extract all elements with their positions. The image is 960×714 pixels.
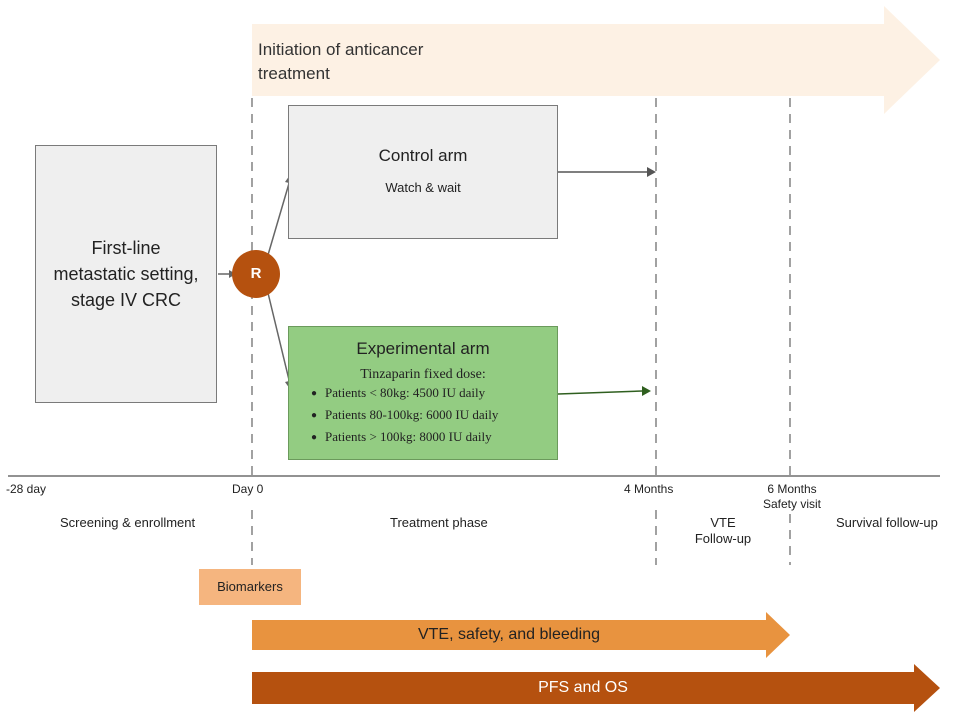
- r-to-experimental-arrow: [267, 292, 291, 385]
- biomarkers-box: Biomarkers: [199, 569, 301, 605]
- top-banner-line2: treatment: [258, 64, 330, 83]
- dose-item: Patients 80-100kg: 6000 IU daily: [311, 405, 557, 427]
- enrollment-box: First-line metastatic setting, stage IV …: [35, 145, 217, 403]
- enrollment-line2: metastatic setting,: [53, 264, 199, 284]
- enrollment-line1: First-line: [91, 238, 161, 258]
- dose-list: Patients < 80kg: 4500 IU daily Patients …: [311, 383, 557, 449]
- control-arm-box: Control arm Watch & wait: [288, 105, 558, 239]
- pfs-os-label: PFS and OS: [538, 679, 628, 696]
- phase-treatment: Treatment phase: [390, 515, 488, 530]
- experimental-arm-subtitle: Tinzaparin fixed dose:: [360, 367, 486, 382]
- tick-label-day0: Day 0: [232, 482, 264, 496]
- experimental-arm-box: Experimental arm Tinzaparin fixed dose: …: [288, 326, 558, 460]
- vte-safety-label: VTE, safety, and bleeding: [417, 626, 601, 643]
- phase-followup: Follow-up: [694, 531, 752, 546]
- randomization-circle: [232, 250, 280, 298]
- dose-item: Patients > 100kg: 8000 IU daily: [311, 427, 557, 449]
- phase-vte: VTE: [710, 515, 736, 530]
- dose-item: Patients < 80kg: 4500 IU daily: [311, 383, 557, 405]
- phase-screening: Screening & enrollment: [60, 515, 196, 530]
- tick-note-safety-visit: Safety visit: [762, 497, 822, 511]
- phase-survival: Survival follow-up: [836, 515, 938, 530]
- pfs-os-arrow: [252, 664, 940, 712]
- experimental-arm-title: Experimental arm: [356, 339, 490, 358]
- control-to-4months-arrowhead: [647, 167, 656, 177]
- experimental-to-4months-arrow: [557, 390, 643, 395]
- experimental-to-4months-arrowhead: [642, 386, 651, 396]
- top-banner-arrow: [252, 6, 940, 114]
- tick-label-6months: 6 Months: [767, 482, 817, 496]
- top-banner-line1: Initiation of anticancer: [258, 40, 424, 59]
- tick-label-4months: 4 Months: [624, 482, 674, 496]
- vte-safety-arrow: [252, 612, 790, 658]
- top-banner-text: Initiation of anticancer treatment: [258, 38, 423, 86]
- control-arm-title: Control arm: [378, 146, 468, 165]
- randomization-label: R: [250, 265, 262, 282]
- tick-label-minus28: -28 day: [6, 482, 47, 496]
- control-arm-subtitle: Watch & wait: [385, 180, 461, 195]
- r-to-control-arrow: [267, 179, 291, 256]
- enrollment-line3: stage IV CRC: [70, 290, 182, 310]
